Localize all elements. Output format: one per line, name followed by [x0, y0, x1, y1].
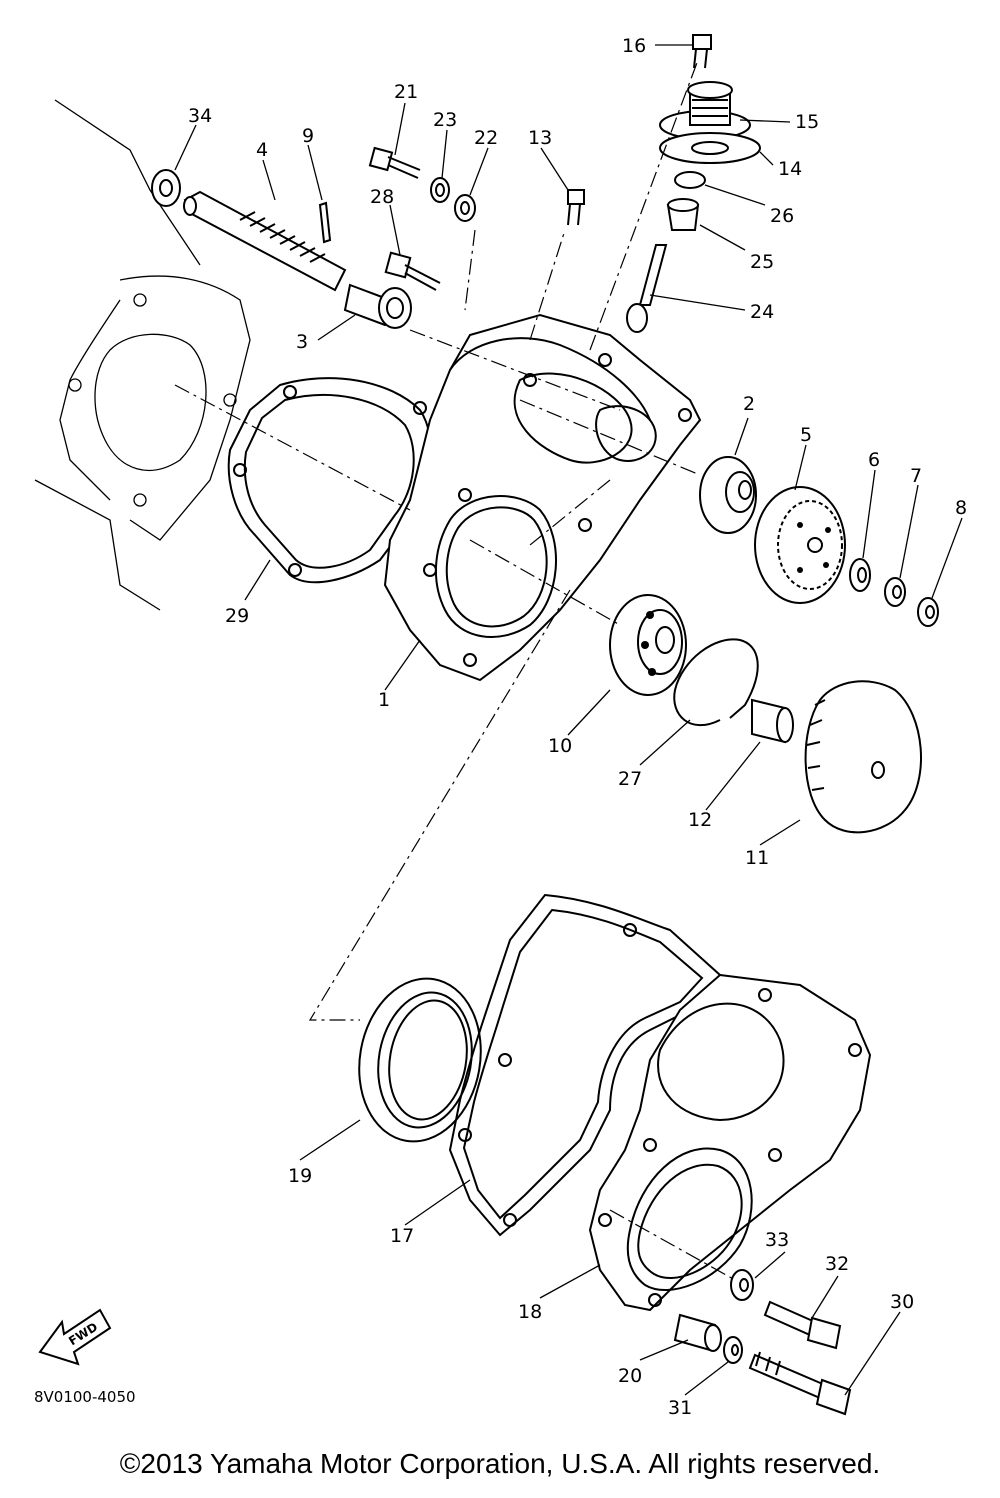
part-label-10: 10 [548, 735, 572, 757]
alignment-lines [174, 59, 736, 1281]
bolt-30 [748, 1351, 852, 1416]
exploded-parts-diagram: 34 4 9 21 23 22 13 16 15 14 26 25 24 28 … [34, 34, 967, 1419]
washer-22 [454, 194, 476, 222]
washer-23 [430, 177, 450, 203]
part-label-21: 21 [394, 81, 418, 103]
washer-34 [151, 169, 181, 207]
gear-11 [804, 680, 922, 834]
gasket-14 [659, 132, 761, 164]
bearing-10 [609, 594, 687, 696]
washer-31 [723, 1336, 743, 1364]
upper-housing-1 [383, 313, 702, 682]
leader-lines [174, 44, 963, 1396]
part-label-32: 32 [825, 1253, 849, 1275]
bolt-28 [384, 251, 441, 291]
bolt-13 [567, 189, 585, 226]
part-label-17: 17 [390, 1225, 414, 1247]
part-label-27: 27 [618, 768, 642, 790]
pin-9 [318, 201, 332, 244]
part-number-labels: 34 4 9 21 23 22 13 16 15 14 26 25 24 28 … [188, 35, 967, 1419]
gear-shaft-24 [626, 244, 668, 333]
part-label-29: 29 [225, 605, 249, 627]
part-label-2: 2 [743, 393, 755, 415]
copyright-notice: ©2013 Yamaha Motor Corporation, U.S.A. A… [119, 1448, 881, 1479]
part-label-7: 7 [910, 465, 922, 487]
part-label-23: 23 [433, 109, 457, 131]
part-label-24: 24 [750, 301, 774, 323]
pin-20 [673, 1313, 722, 1352]
nut-6 [849, 558, 871, 592]
part-label-19: 19 [288, 1165, 312, 1187]
circlip-27 [673, 638, 759, 727]
part-label-11: 11 [745, 847, 769, 869]
seal-26 [674, 171, 706, 189]
part-label-33: 33 [765, 1229, 789, 1251]
clip-8 [917, 597, 939, 627]
part-label-22: 22 [474, 127, 498, 149]
part-label-25: 25 [750, 251, 774, 273]
part-label-4: 4 [256, 139, 268, 161]
part-label-18: 18 [518, 1301, 542, 1323]
part-label-26: 26 [770, 205, 794, 227]
diagram-code: 8V0100-4050 [34, 1388, 136, 1406]
gear-5 [754, 486, 846, 604]
gasket-17 [448, 893, 722, 1237]
part-label-1: 1 [378, 689, 390, 711]
part-label-5: 5 [800, 424, 812, 446]
bearing-2 [699, 456, 757, 534]
part-label-12: 12 [688, 809, 712, 831]
washer-7 [884, 577, 906, 607]
fwd-arrow-icon: FWD [38, 1308, 112, 1366]
part-label-3: 3 [296, 331, 308, 353]
bush-25 [666, 198, 700, 231]
engine-block-outline [34, 99, 251, 611]
fitting-15 [659, 81, 751, 140]
part-label-8: 8 [955, 497, 967, 519]
pin-12 [751, 698, 794, 744]
part-label-14: 14 [778, 158, 802, 180]
part-label-9: 9 [302, 125, 314, 147]
part-label-15: 15 [795, 111, 819, 133]
collar-3 [343, 283, 412, 329]
part-label-16: 16 [622, 35, 646, 57]
part-label-34: 34 [188, 105, 212, 127]
bolt-32 [763, 1300, 842, 1350]
part-label-13: 13 [528, 127, 552, 149]
part-label-30: 30 [890, 1291, 914, 1313]
part-label-31: 31 [668, 1397, 692, 1419]
lower-cover-18 [588, 973, 872, 1312]
part-label-28: 28 [370, 186, 394, 208]
part-label-6: 6 [868, 449, 880, 471]
shaft-4 [183, 190, 347, 292]
oil-seal-19 [358, 977, 482, 1143]
part-label-20: 20 [618, 1365, 642, 1387]
bolt-21 [368, 146, 421, 179]
washer-33 [730, 1269, 754, 1301]
bolt-16 [692, 34, 712, 69]
